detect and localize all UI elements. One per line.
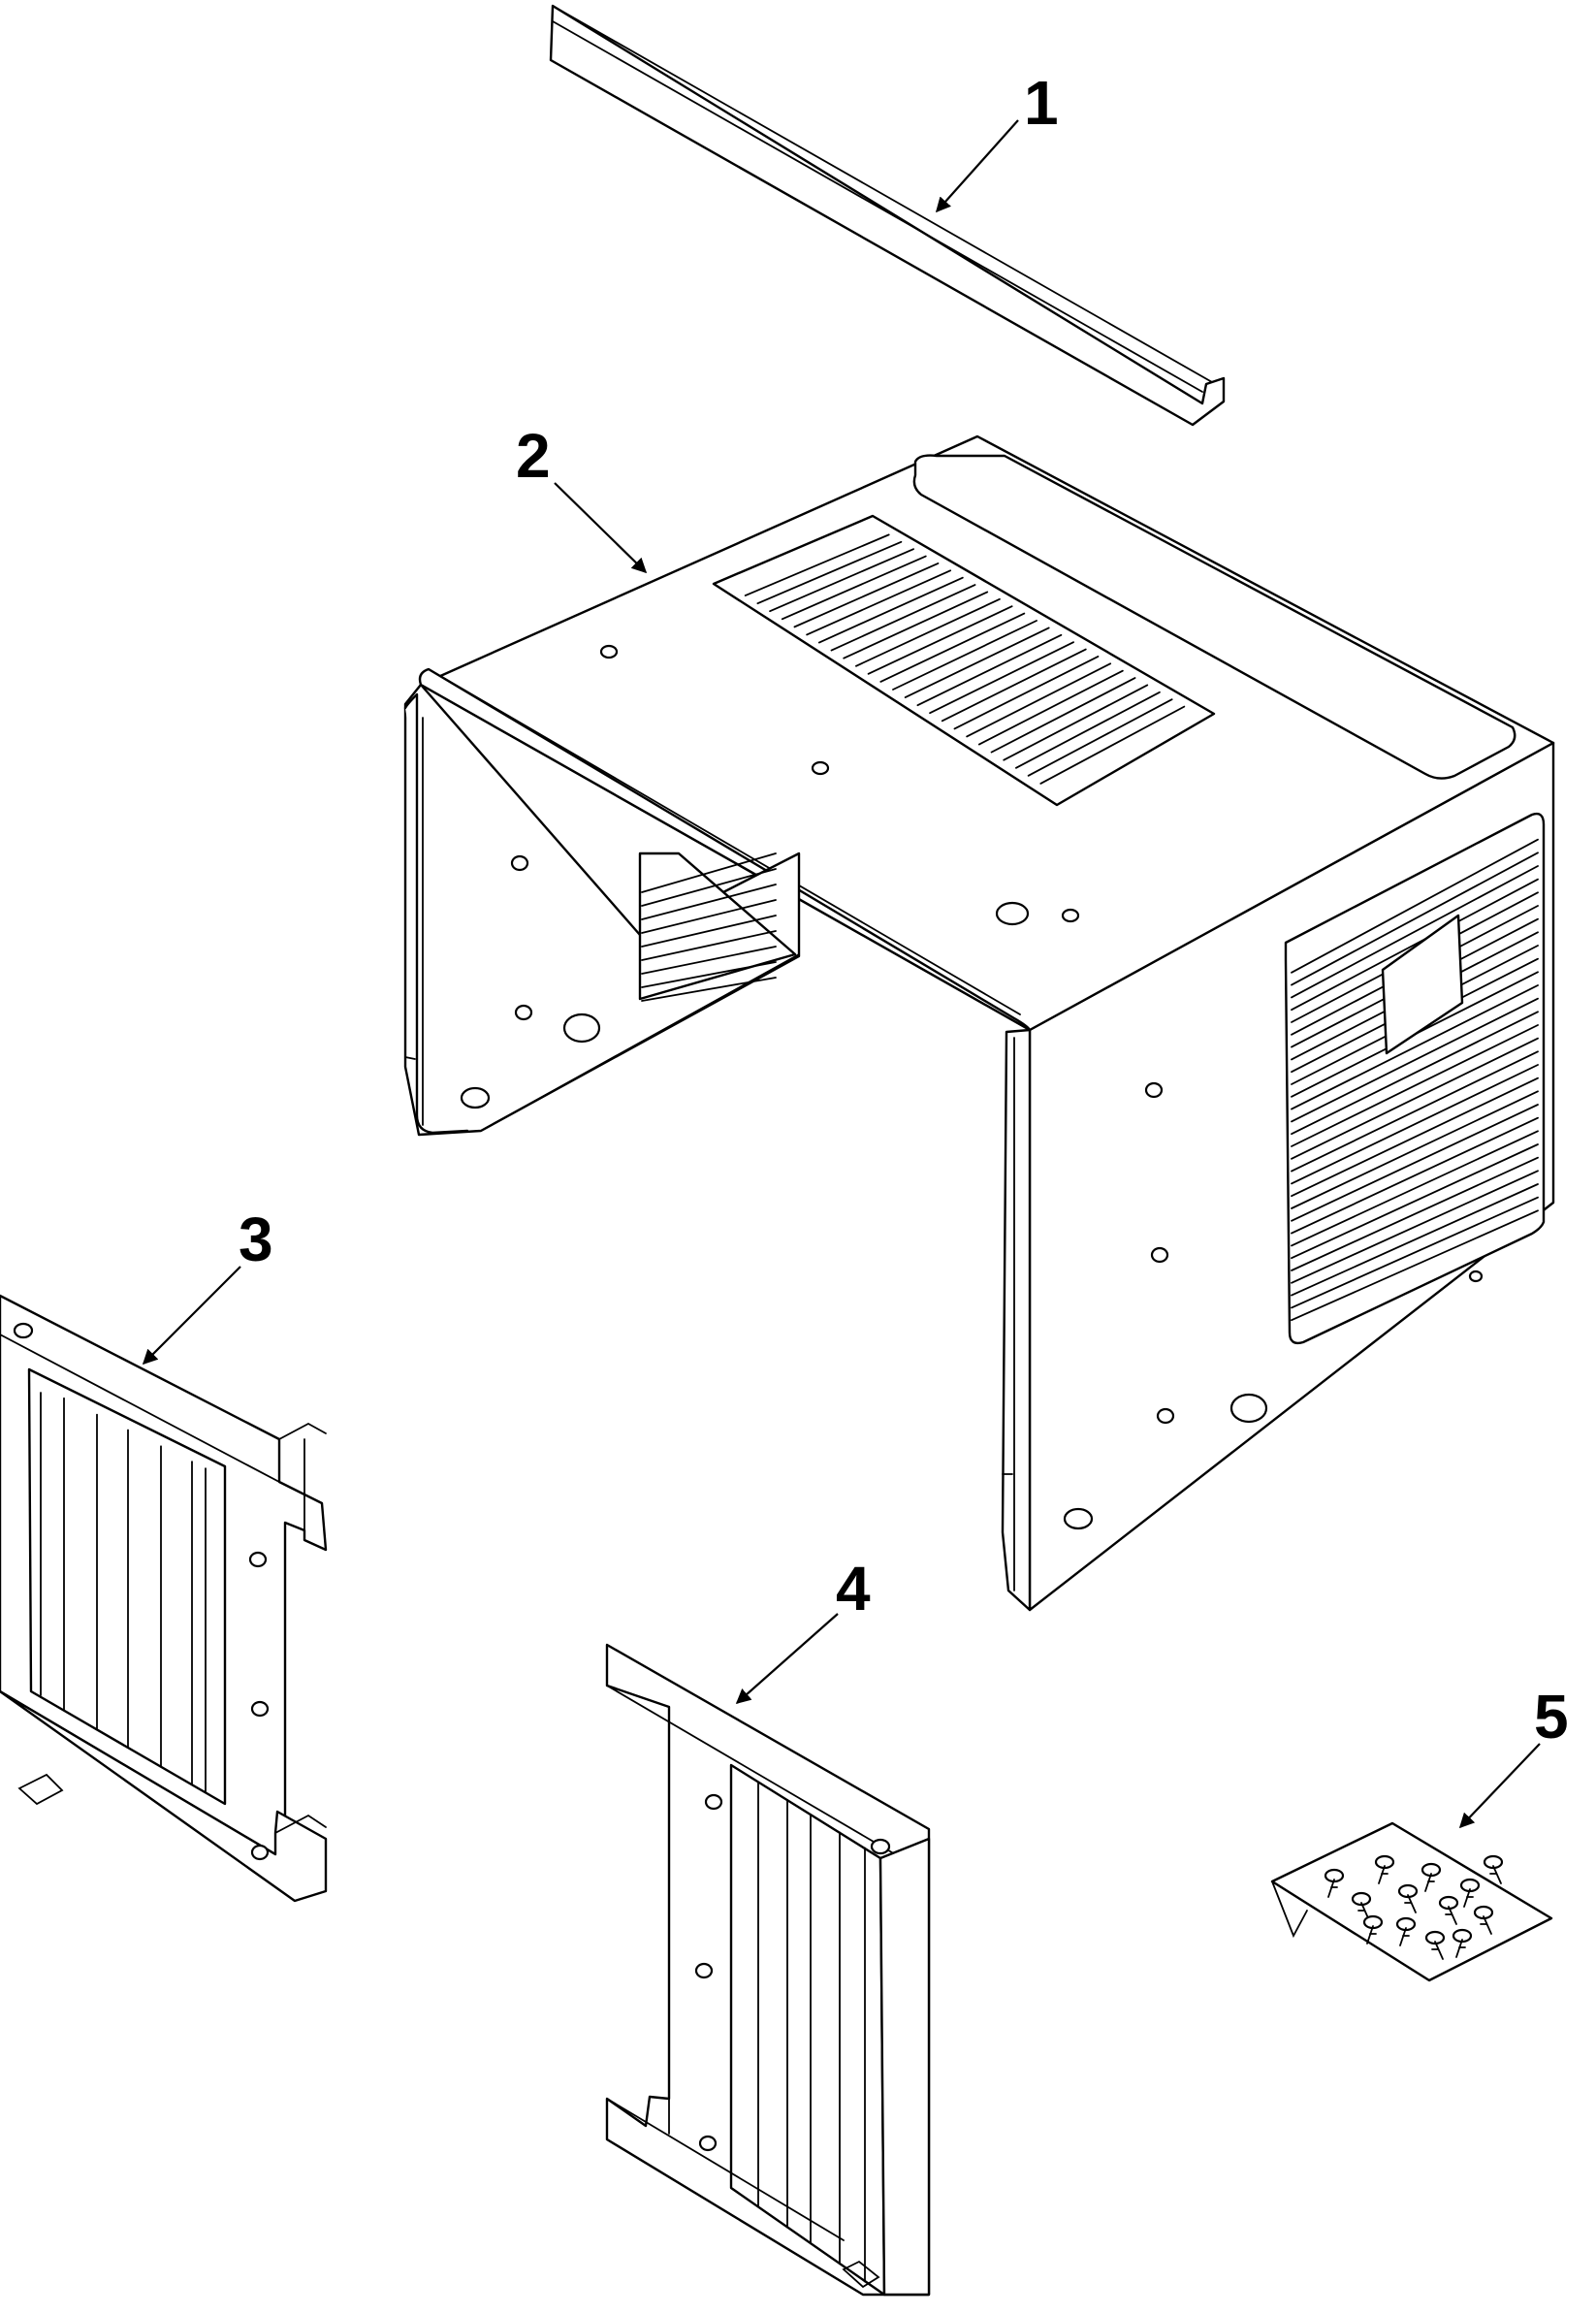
louver-line	[867, 605, 1013, 675]
louver-line	[1291, 1143, 1539, 1260]
louver-line	[1291, 997, 1539, 1123]
louver-line	[641, 930, 777, 961]
louver-line	[806, 569, 952, 636]
louver-line	[1291, 1037, 1539, 1160]
louver-line	[1291, 1024, 1539, 1147]
callout-2: 2	[516, 421, 551, 491]
louver-line	[1399, 1927, 1407, 1946]
louver-line	[1291, 838, 1539, 974]
louver-line	[941, 648, 1087, 723]
louver-line	[1291, 1196, 1539, 1309]
louver-line	[1291, 1130, 1539, 1247]
part-1-top-rail	[549, 4, 1226, 427]
callouts: 1 2 3 4 5	[239, 68, 1569, 1752]
louver-line	[1291, 1170, 1539, 1284]
part-3-side-curtain	[0, 1294, 328, 1903]
louver-line	[843, 591, 989, 659]
louver-line	[641, 915, 777, 948]
louver-line	[1463, 1888, 1471, 1908]
louver-line	[641, 884, 777, 920]
louver-line	[1291, 1104, 1539, 1222]
louver-line	[793, 562, 940, 628]
louver-line	[1407, 1894, 1417, 1913]
callout-5: 5	[1534, 1682, 1569, 1752]
louver-line	[1291, 1209, 1539, 1322]
louver-line	[641, 946, 777, 975]
louver-line	[879, 612, 1026, 683]
louver-line	[977, 669, 1124, 746]
louver-line	[1291, 852, 1539, 986]
louver-line	[641, 961, 777, 988]
callout-3: 3	[239, 1205, 273, 1274]
louver-line	[1003, 684, 1149, 761]
louver-line	[1291, 1156, 1539, 1271]
louver-line	[1327, 1879, 1335, 1898]
louver-line	[929, 641, 1074, 715]
louver-line	[1291, 1050, 1539, 1173]
louver-line	[1291, 1077, 1539, 1198]
louver-line	[1291, 984, 1539, 1110]
louver-line	[953, 656, 1100, 730]
louver-line	[916, 633, 1063, 707]
louver-line	[1492, 1865, 1502, 1884]
part-5-hardware-bag	[1270, 1821, 1553, 1982]
louver-line	[744, 533, 890, 596]
louver-line	[990, 677, 1136, 754]
louver-line	[1291, 865, 1539, 999]
louver-line	[1483, 1915, 1492, 1935]
louver-line	[1027, 698, 1173, 777]
louver-line	[855, 597, 1001, 667]
louver-line	[1378, 1865, 1386, 1884]
louver-line	[769, 548, 914, 613]
louver-line	[1455, 1939, 1463, 1958]
louver-line	[1448, 1906, 1457, 1925]
louver-line	[781, 555, 927, 621]
louver-line	[641, 977, 777, 1002]
louver-line	[641, 852, 777, 893]
louver-line	[817, 576, 964, 644]
louver-line	[1366, 1925, 1374, 1944]
louver-line	[892, 620, 1037, 691]
louver-line	[1434, 1941, 1444, 1960]
callout-1: 1	[1024, 68, 1059, 138]
louver-line	[1424, 1873, 1432, 1892]
louver-line	[904, 627, 1050, 698]
louver-line	[1291, 1064, 1539, 1185]
louver-line	[1291, 1183, 1539, 1297]
part-4-side-curtain	[605, 1643, 931, 2297]
louver-line	[1291, 1116, 1539, 1235]
part-2-cabinet	[403, 434, 1555, 1612]
louver-line	[830, 584, 976, 652]
louver-line	[966, 662, 1112, 738]
louver-line	[641, 868, 777, 907]
louver-line	[1291, 1090, 1539, 1209]
louver-line	[1015, 691, 1161, 769]
louver-line	[1039, 705, 1186, 785]
louver-line	[641, 899, 777, 934]
louver-line	[1291, 1011, 1539, 1136]
leader-lines	[142, 119, 1541, 1829]
callout-4: 4	[836, 1554, 871, 1623]
louver-line	[756, 540, 903, 605]
louver-line	[1291, 878, 1539, 1012]
